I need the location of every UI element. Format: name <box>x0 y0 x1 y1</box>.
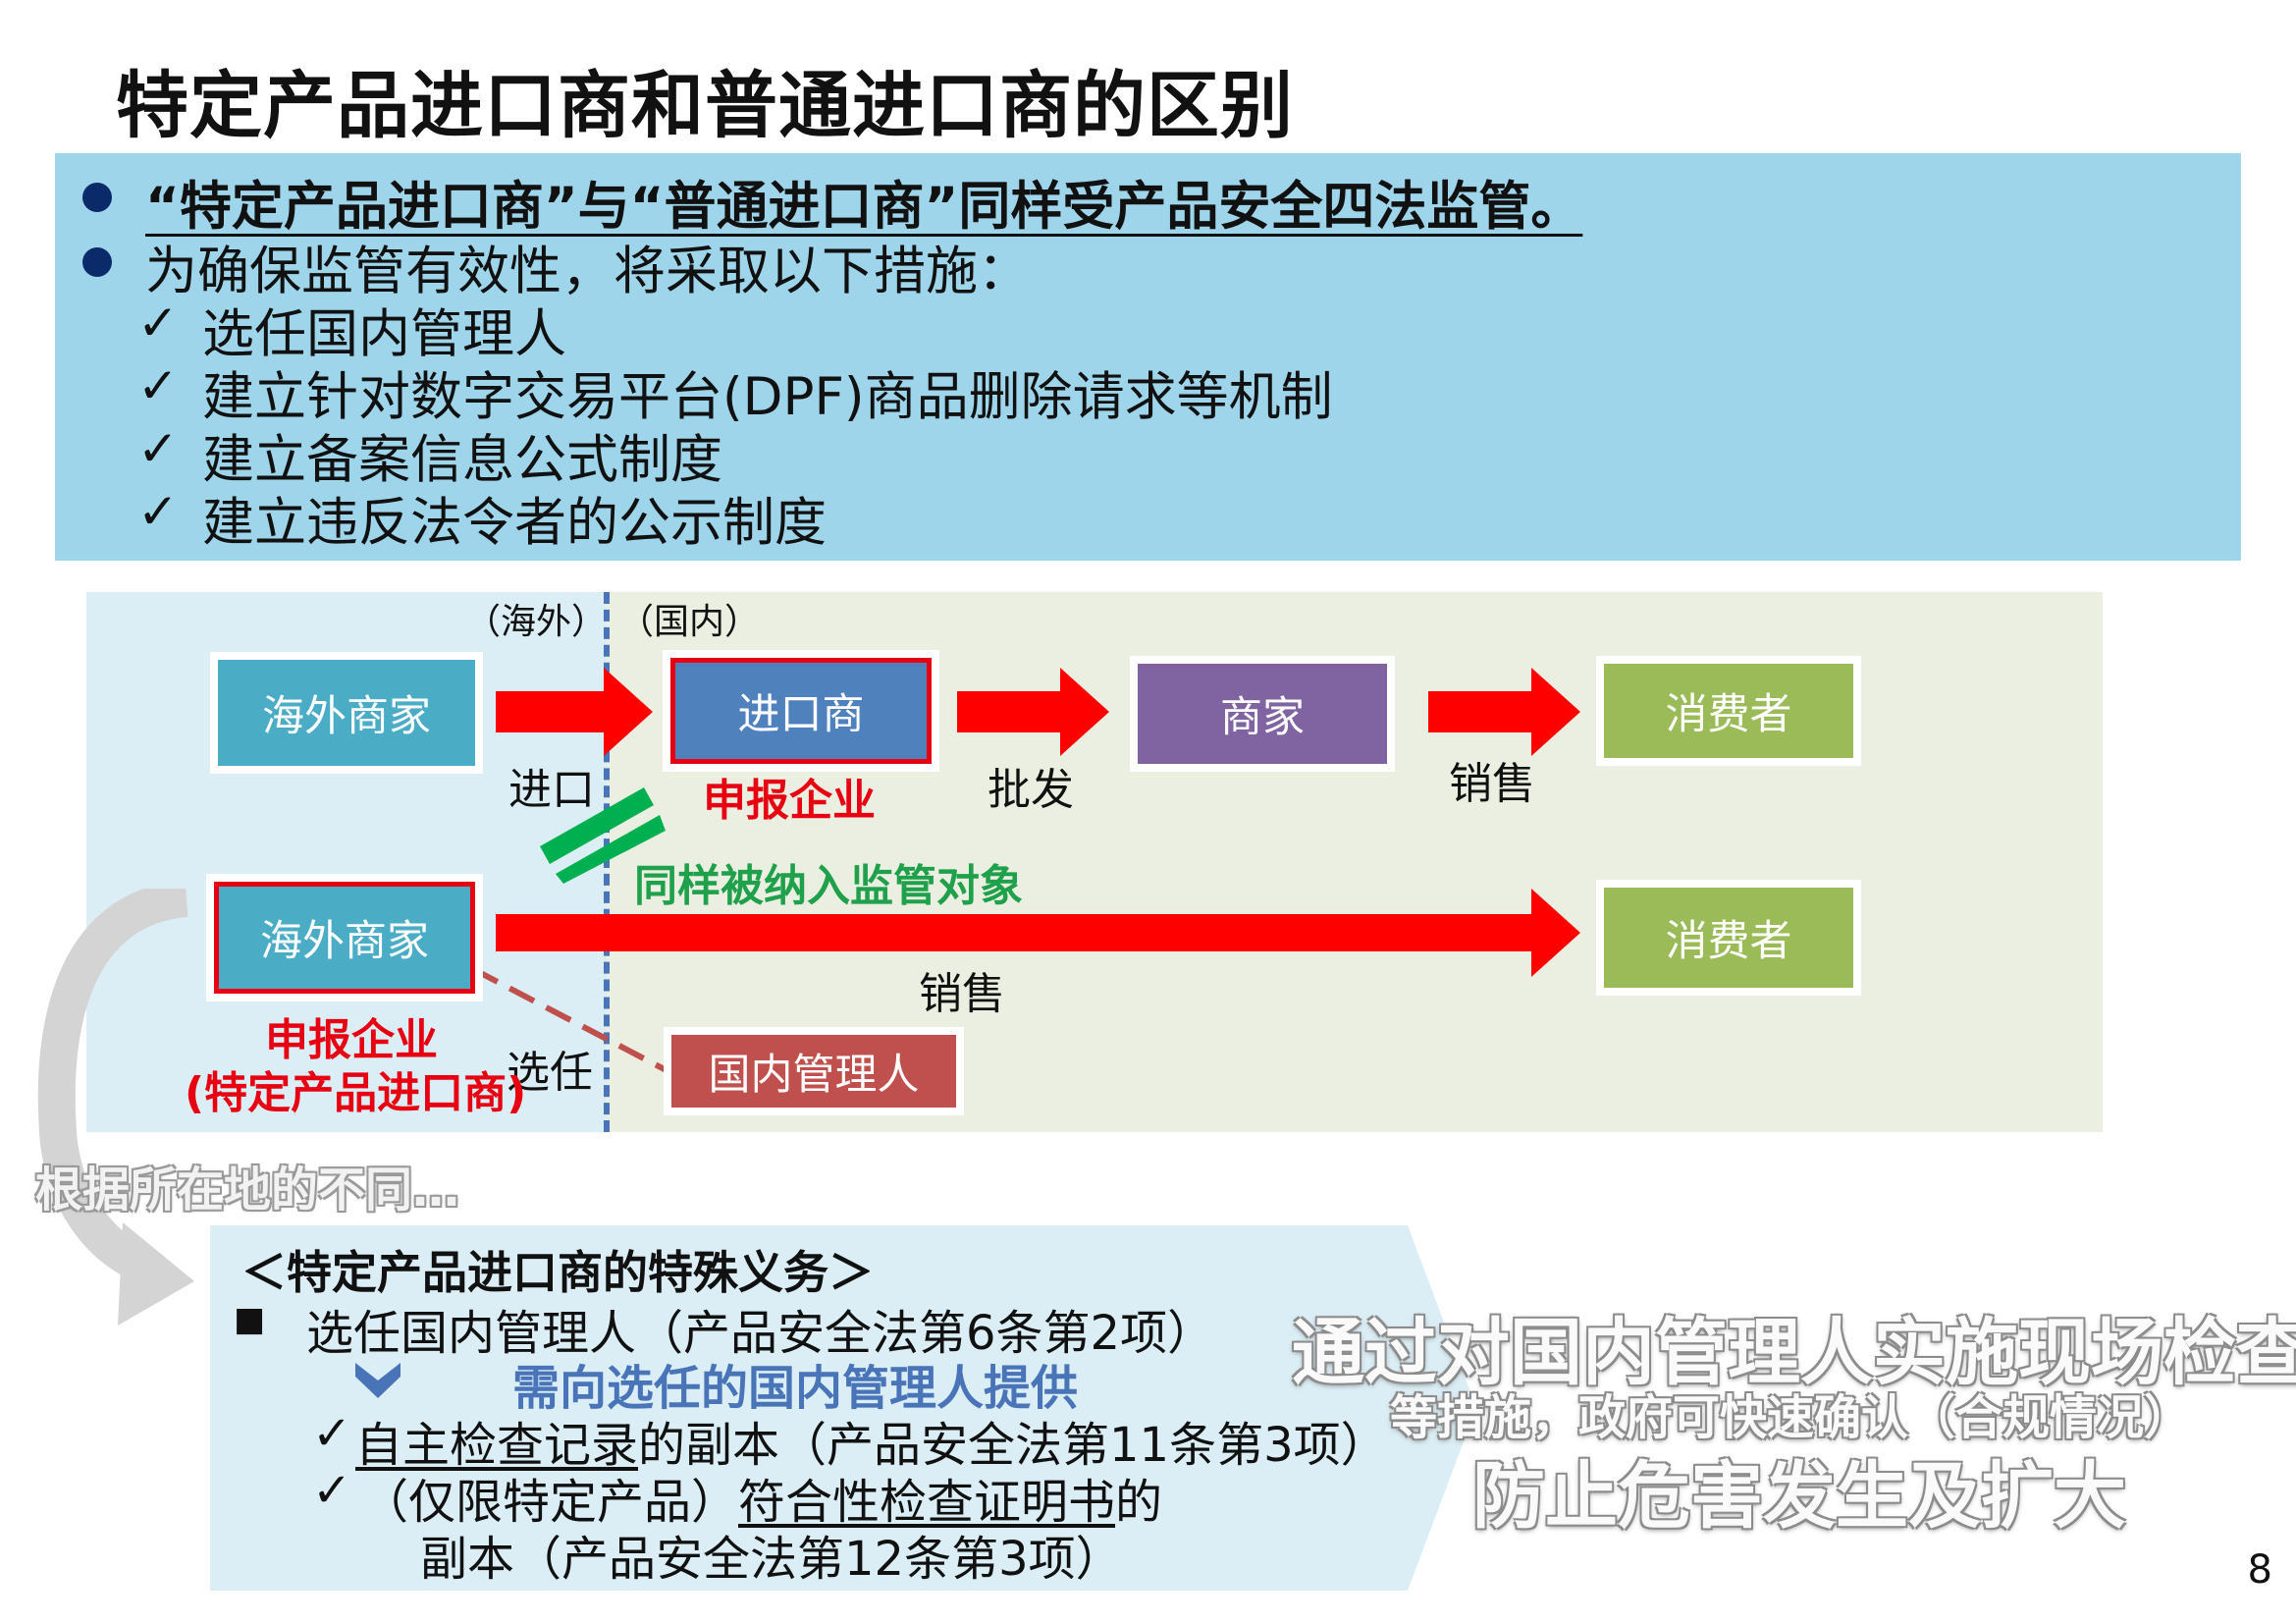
import-label: 进口 <box>508 765 595 815</box>
declaring-company-label: 申报企业 <box>265 1015 438 1065</box>
domestic-label: （国内） <box>618 602 761 642</box>
page-number: 8 <box>2247 1547 2272 1593</box>
effect-line-2: 等措施，政府可快速确认（合规情况） <box>1390 1390 2192 1445</box>
domestic-manager-box: 国内管理人 <box>664 1027 964 1115</box>
consumer-box: 消费者 <box>1596 656 1861 766</box>
measure-item: 选任国内管理人 <box>202 304 566 364</box>
equal-sign-icon <box>540 787 666 884</box>
curved-arrow-icon <box>37 889 194 1325</box>
obligations-heading: ＜特定产品进口商的特殊义务＞ <box>241 1246 874 1299</box>
sales-label: 销售 <box>1449 759 1535 809</box>
check-icon: ✓ <box>137 420 179 477</box>
declaring-company-label: 申报企业 <box>703 776 876 826</box>
self-inspection-record: 自主检查记录 <box>355 1418 639 1473</box>
border-line <box>604 592 610 1132</box>
page-title: 特定产品进口商和普通进口商的区别 <box>116 64 1294 148</box>
check-icon: ✓ <box>137 483 179 540</box>
check-icon: ✓ <box>312 1463 352 1518</box>
obligation-sub-1: 自主检查记录的副本（产品安全法第11条第3项） <box>355 1406 1388 1475</box>
specific-importer-label: (特定产品进口商) <box>185 1068 527 1118</box>
wholesale-arrow <box>957 668 1109 756</box>
overseas-label: （海外） <box>465 602 608 642</box>
check-icon: ✓ <box>312 1406 352 1461</box>
sales-arrow <box>1428 668 1580 756</box>
direct-sales-arrow <box>496 889 1580 977</box>
sales-label: 销售 <box>919 969 1005 1019</box>
appoint-label: 选任 <box>507 1048 593 1098</box>
consumer-box: 消费者 <box>1596 880 1861 996</box>
square-bullet-icon: ■ <box>234 1300 266 1339</box>
measure-item: 建立违反法令者的公示制度 <box>202 493 827 553</box>
check-icon: ✓ <box>137 295 179 352</box>
overseas-merchant-box: 海外商家 <box>206 874 483 1001</box>
measure-item: 建立备案信息公式制度 <box>202 430 722 490</box>
obligation-item: 选任国内管理人（产品安全法第6条第2项） <box>306 1306 1215 1361</box>
info-bullet-2: 为确保监管有效性，将采取以下措施： <box>145 242 1030 301</box>
provide-label: 需向选任的国内管理人提供 <box>512 1361 1079 1416</box>
info-panel <box>55 153 2241 561</box>
check-icon: ✓ <box>137 357 179 414</box>
obligation-sub-2: （仅限特定产品）符合性检查证明书的 <box>361 1463 1162 1532</box>
effect-line-3: 防止危害发生及扩大 <box>1472 1454 2126 1539</box>
measure-item: 建立针对数字交易平台(DPF)商品删除请求等机制 <box>202 367 1333 427</box>
bullet-dot <box>82 247 112 277</box>
sub1-rest: 的副本（产品安全法第11条第3项） <box>638 1418 1388 1473</box>
obligations-panel <box>210 1225 1476 1591</box>
effect-line-1: 通过对国内管理人实施现场检查 <box>1292 1311 2296 1395</box>
location-note: 根据所在地的不同… <box>35 1163 460 1217</box>
sub2-suffix: 的 <box>1115 1475 1163 1530</box>
sub2-prefix: （仅限特定产品） <box>361 1475 739 1530</box>
wholesale-label: 批发 <box>988 765 1074 815</box>
info-bullet-1: “特定产品进口商”与“普通进口商”同样受产品安全四法监管。 <box>145 177 1583 237</box>
overseas-merchant-box: 海外商家 <box>210 652 483 774</box>
import-arrow <box>496 668 653 756</box>
importer-box: 进口商 <box>663 650 939 772</box>
merchant-box: 商家 <box>1130 656 1395 772</box>
chevron-down-icon <box>355 1363 400 1398</box>
conformity-certificate: 符合性检查证明书 <box>738 1475 1116 1530</box>
equal-regulation-label: 同样被纳入监管对象 <box>634 861 1023 911</box>
obligation-sub-2-line2: 副本（产品安全法第12条第3项） <box>420 1532 1123 1587</box>
bullet-dot <box>82 183 112 212</box>
